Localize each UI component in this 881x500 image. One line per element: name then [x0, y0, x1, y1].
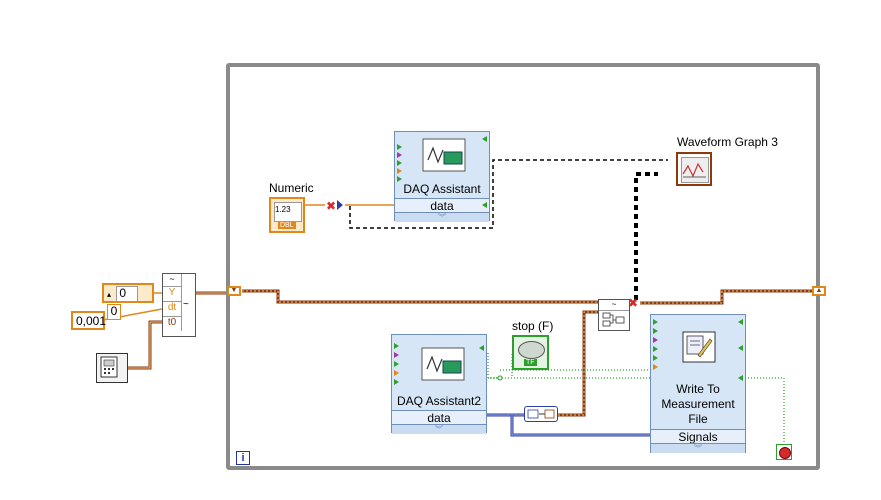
signals-terminal[interactable]: Signals	[651, 429, 745, 444]
right-shift-register[interactable]: ▲	[812, 286, 826, 296]
write-line2: Measurement	[661, 397, 735, 411]
t0-terminal[interactable]: t0	[163, 317, 182, 331]
numeric-label: Numeric	[269, 181, 314, 195]
iteration-terminal[interactable]: i	[236, 451, 250, 465]
converted-wire[interactable]	[558, 310, 600, 417]
expand-chevron-icon[interactable]: ︾	[395, 212, 489, 222]
daq2-data-terminal[interactable]: data	[392, 410, 486, 425]
stop-button-icon	[518, 341, 545, 359]
stop-label: stop (F)	[512, 319, 554, 333]
wave-icon: ~	[599, 300, 629, 311]
waveform-out-icon: ~	[183, 299, 189, 310]
stop-wire[interactable]	[487, 353, 785, 446]
stop-type-badge: TF	[524, 359, 537, 366]
convert-dynamic-data-node[interactable]	[524, 406, 558, 422]
numeric-display: 1.23	[275, 205, 291, 214]
timestamp-wire[interactable]	[128, 320, 162, 370]
daq-data-terminal[interactable]: data	[395, 198, 489, 213]
clock-icon	[100, 356, 118, 378]
convert-icon	[527, 409, 555, 419]
waveform-wire-out[interactable]	[640, 289, 812, 305]
write-file-icon	[682, 331, 716, 363]
expand-chevron-icon[interactable]: ︾	[392, 424, 486, 434]
broken-daq-wire[interactable]	[349, 159, 668, 229]
write-line3: File	[688, 412, 708, 426]
write-measurement-file-node[interactable]: Write To Measurement File Signals ︾	[650, 314, 746, 453]
numeric-control[interactable]: 1.23 DBL	[269, 197, 305, 233]
numeric-type-badge: DBL	[278, 222, 296, 229]
broken-graph-wire[interactable]	[634, 172, 658, 300]
while-loop-frame[interactable]	[226, 63, 820, 470]
stop-sign-icon	[779, 447, 791, 459]
broken-wire-x-icon: ✖	[326, 199, 337, 213]
stop-control[interactable]: TF	[512, 335, 549, 370]
y-terminal[interactable]: Y	[163, 287, 182, 302]
merge-signals-node[interactable]: ~	[598, 299, 630, 331]
waveform-graph-terminal[interactable]	[676, 152, 712, 186]
loop-stop-terminal[interactable]	[776, 444, 792, 460]
zero-constant-index[interactable]: 0	[107, 304, 121, 320]
merge-icon	[602, 312, 625, 327]
daq-icon	[422, 138, 466, 172]
dt-constant[interactable]: 0,001	[71, 311, 106, 330]
daq-assistant2-node[interactable]: DAQ Assistant2 data ︾	[391, 334, 487, 434]
daq-icon	[421, 347, 465, 381]
waveform-graph-label: Waveform Graph 3	[677, 135, 778, 149]
zero-constant[interactable]: ▴ 0 0	[102, 283, 154, 320]
broken-wire-x-icon: ✖	[628, 296, 639, 310]
dt-terminal[interactable]: dt	[163, 302, 182, 317]
daq-assistant-name: DAQ Assistant	[403, 182, 481, 196]
write-line1: Write To	[676, 382, 720, 396]
build-waveform-node[interactable]: ~ Y dt t0 ~	[162, 273, 196, 337]
coercion-arrow-icon	[337, 200, 343, 210]
expand-chevron-icon[interactable]: ︾	[651, 443, 745, 453]
graph-icon	[682, 162, 706, 178]
waveform-wire-loop[interactable]	[242, 289, 598, 304]
daq-assistant2-name: DAQ Assistant2	[396, 394, 482, 408]
left-shift-register[interactable]: ▼	[227, 286, 241, 296]
get-timestamp-node[interactable]	[96, 353, 128, 383]
daq-assistant-node[interactable]: DAQ Assistant data ︾	[394, 131, 490, 222]
wave-icon: ~	[163, 274, 182, 287]
zero-constant-value[interactable]: 0	[116, 286, 139, 302]
